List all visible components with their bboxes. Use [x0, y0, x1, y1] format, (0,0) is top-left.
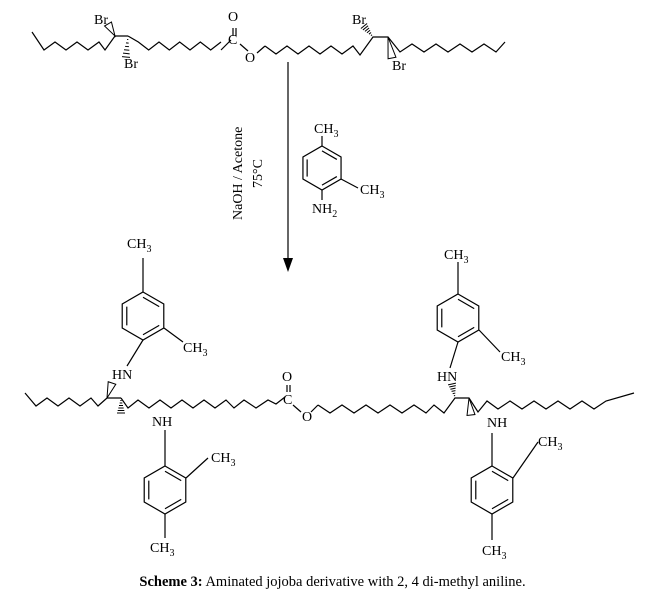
product-amine-hash — [117, 400, 125, 414]
reagent-ch3-para: CH3 — [314, 122, 338, 140]
product-amine-nh-left: NH — [152, 415, 172, 430]
reactant-carbonyl-oxygen: O — [228, 10, 238, 25]
bond — [340, 178, 359, 189]
reactant-right-chain — [264, 36, 506, 57]
figure-caption: Scheme 3: Aminated jojoba derivative wit… — [0, 574, 665, 591]
ester-bond — [310, 404, 319, 413]
product-carbonyl-carbon: C — [283, 393, 292, 408]
reagent-benzene-ring — [302, 145, 342, 191]
ring3-ch3-ortho: CH3 — [501, 350, 525, 368]
reactant-bromine-2: Br — [124, 57, 138, 72]
bond — [163, 327, 184, 343]
reactant-br-hash — [360, 23, 373, 36]
reactant-bromine-1: Br — [94, 13, 108, 28]
ring4-ch3-ortho: CH3 — [538, 435, 562, 453]
bond — [220, 39, 232, 51]
product-ring4-benzene-double-bond — [491, 498, 509, 510]
reactant-left-chain — [31, 31, 128, 52]
ring4-ch3-para: CH3 — [482, 544, 506, 562]
product-right-chain — [317, 392, 635, 414]
reactant-ester-oxygen: O — [245, 51, 255, 66]
reactant-br-hash — [121, 38, 131, 58]
product-ring2-benzene-double-bond — [164, 470, 182, 482]
product-ring2-benzene-double-bond — [164, 498, 182, 510]
ester-bond — [239, 43, 249, 52]
product-middle-chain — [120, 396, 286, 409]
reactant-bromine-4: Br — [392, 59, 406, 74]
bond — [185, 457, 209, 479]
reactant-br-wedge — [387, 36, 397, 60]
product-carbonyl-oxygen: O — [282, 370, 292, 385]
product-ring1-benzene-double-bond — [142, 296, 160, 308]
product-ring4-benzene — [470, 465, 514, 515]
bond — [512, 441, 539, 479]
product-ring3-benzene-double-bond — [457, 326, 475, 338]
product-ring2-benzene — [143, 465, 187, 515]
product-amine-wedge — [106, 381, 117, 399]
reaction-conditions-temperature: 75°C — [251, 159, 266, 188]
caption-label: Scheme 3: — [139, 574, 203, 590]
product-amine-hn-right: HN — [437, 370, 457, 385]
ring1-ch3-para: CH3 — [127, 237, 151, 255]
product-ring4-benzene-double-bond — [491, 470, 509, 482]
ring2-ch3-ortho: CH3 — [211, 451, 235, 469]
ring3-ch3-para: CH3 — [444, 248, 468, 266]
product-left-chain — [24, 392, 121, 407]
ring2-ch3-para: CH3 — [150, 541, 174, 559]
reaction-arrow-head — [283, 258, 293, 272]
product-amine-hash — [447, 382, 457, 397]
product-ring3-benzene — [436, 293, 480, 343]
reaction-conditions-solvent: NaOH / Acetone — [231, 127, 246, 220]
reagent-amine: NH2 — [312, 202, 337, 220]
bond-lines — [24, 21, 635, 540]
product-amine-nh-right: NH — [487, 416, 507, 431]
caption-text: Aminated jojoba derivative with 2, 4 di-… — [202, 574, 526, 590]
product-ring1-benzene-double-bond — [142, 324, 160, 336]
reactant-middle-chain — [127, 35, 222, 51]
reagent-benzene-ring-double-bond — [321, 176, 338, 186]
product-amine-hn-left: HN — [112, 368, 132, 383]
ester-bond — [256, 45, 266, 54]
ester-bond — [292, 404, 302, 413]
reactant-carbonyl-carbon: C — [228, 33, 237, 48]
product-ester-oxygen: O — [302, 410, 312, 425]
product-ring3-benzene-double-bond — [457, 298, 475, 310]
bond — [478, 329, 501, 353]
reactant-bromine-3: Br — [352, 13, 366, 28]
reagent-benzene-ring-double-bond — [321, 150, 338, 160]
product-ring1-benzene — [121, 291, 165, 341]
reactant-br-wedge — [103, 21, 116, 38]
ring1-ch3-ortho: CH3 — [183, 341, 207, 359]
reagent-ch3-ortho: CH3 — [360, 183, 384, 201]
bond — [126, 339, 144, 367]
bond — [449, 341, 459, 369]
product-amine-wedge — [466, 397, 476, 417]
